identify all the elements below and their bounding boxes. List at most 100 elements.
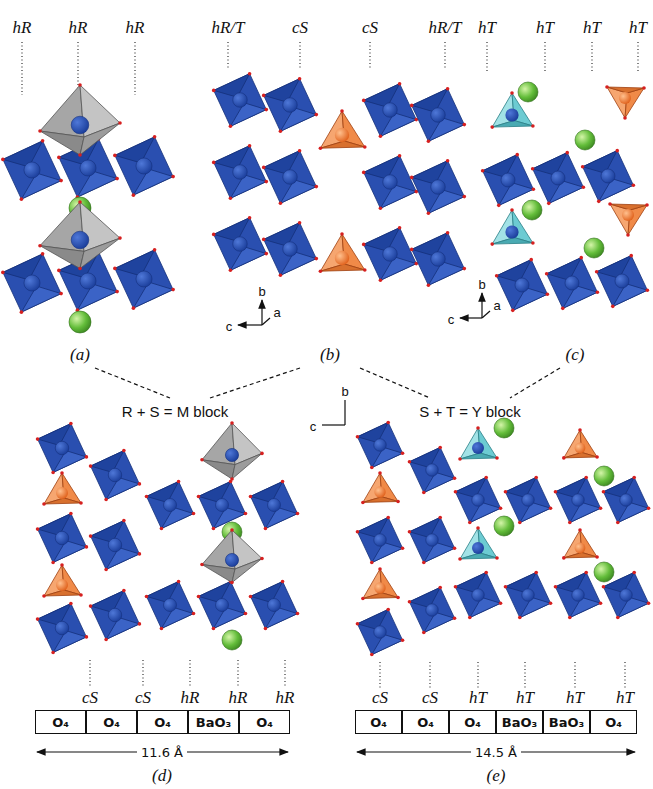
octahedron — [38, 424, 87, 473]
metal-atom — [268, 499, 281, 512]
oxygen-atom — [531, 124, 535, 128]
oxygen-atom — [518, 521, 522, 525]
oxygen-atom — [602, 585, 606, 589]
oxygen-atom — [363, 268, 367, 272]
axis-label: a — [273, 305, 280, 320]
octahedron — [505, 477, 550, 522]
octahedron-face — [3, 254, 43, 280]
label-slot: hR — [181, 688, 200, 708]
bipyramid-face — [40, 131, 84, 155]
metal-atom — [80, 160, 96, 176]
octahedron — [3, 254, 61, 312]
octahedron — [547, 258, 598, 309]
oxygen-atom — [476, 426, 480, 430]
label-slot: hT — [616, 688, 634, 708]
stacking-label: hT — [536, 18, 554, 37]
oxygen-atom — [379, 207, 383, 211]
dotted-guide — [134, 42, 135, 95]
oxygen-atom — [510, 208, 514, 212]
oxygen-atom — [615, 149, 619, 153]
oxygen-atom — [511, 309, 515, 313]
oxygen-atom — [481, 169, 485, 173]
label-slot: S + T = Y block — [419, 403, 520, 421]
metal-atom — [431, 108, 446, 123]
octahedron — [583, 151, 634, 202]
dimension-label: 11.6 Å — [137, 745, 187, 760]
oxygen-atom — [554, 585, 558, 589]
oxygen-atom — [495, 274, 499, 278]
axis-line — [261, 300, 262, 325]
stacking-label: hR — [229, 688, 248, 707]
oxygen-atom — [59, 292, 63, 296]
octahedron — [455, 477, 500, 522]
oxygen-atom — [171, 175, 175, 179]
oxygen-atom — [57, 269, 61, 273]
octahedron — [597, 256, 648, 307]
oxygen-atom — [584, 571, 588, 575]
barium-atom — [518, 82, 538, 102]
stacking-label: hT — [516, 688, 534, 707]
oxygen-atom — [1, 271, 5, 275]
oxygen-atom — [446, 159, 450, 163]
metal-atom — [620, 494, 632, 506]
oxygen-atom — [260, 557, 264, 561]
octahedron-face — [364, 84, 400, 108]
oxygen-atom — [38, 244, 42, 248]
metal-atom — [431, 252, 446, 267]
stacking-label: hT — [583, 18, 601, 37]
oxygen-atom — [230, 581, 234, 585]
metal-atom — [164, 599, 177, 612]
oxygen-atom — [192, 612, 196, 616]
metal-atom — [620, 589, 632, 601]
stacking-label: hR — [126, 18, 145, 37]
oxygen-atom — [546, 292, 550, 296]
metal-atom — [136, 158, 152, 174]
label-slot: a — [273, 303, 280, 321]
oxygen-atom — [554, 490, 558, 494]
label-slot: hR — [229, 688, 248, 708]
oxygen-atom — [605, 85, 609, 89]
octahedron-face — [133, 169, 173, 195]
oxygen-atom — [645, 203, 649, 207]
octahedron-face — [265, 508, 297, 529]
tetrahedral-atom — [472, 442, 484, 454]
tetrahedral-atom — [335, 128, 349, 142]
stacking-label: cS — [372, 688, 388, 707]
label-slot: cS — [82, 688, 98, 708]
oxygen-atom — [632, 571, 636, 575]
label-slot: hT — [566, 688, 584, 708]
oxygen-atom — [545, 272, 549, 276]
layer-cell: O₄ — [86, 710, 137, 734]
oxygen-atom — [115, 177, 119, 181]
oxygen-atom — [230, 528, 234, 532]
axis-line — [481, 293, 482, 318]
oxygen-atom — [122, 589, 126, 593]
oxygen-atom — [42, 594, 46, 598]
oxygen-atom — [36, 527, 40, 531]
dotted-guide — [299, 42, 300, 68]
oxygen-atom — [453, 546, 457, 550]
oxygen-atom — [279, 274, 283, 278]
oxygen-atom — [319, 269, 323, 273]
octahedron-face — [214, 74, 250, 98]
cell-formula: BaO₃ — [196, 715, 231, 730]
dashed-joiner — [95, 368, 170, 398]
oxygen-atom — [41, 139, 45, 143]
oxygen-atom — [602, 490, 606, 494]
layer-cell: O₄ — [590, 710, 637, 734]
oxygen-atom — [356, 622, 360, 626]
octahedron — [115, 137, 173, 195]
oxygen-atom — [398, 226, 402, 230]
oxygen-atom — [363, 145, 367, 149]
metal-atom — [24, 275, 40, 291]
oxygen-atom — [396, 596, 400, 600]
oxygen-atom — [138, 552, 142, 556]
metal-atom — [283, 242, 298, 257]
oxygen-atom — [265, 108, 269, 112]
oxygen-atom — [51, 651, 55, 655]
oxygen-atom — [547, 202, 551, 206]
metal-atom — [374, 439, 386, 451]
octahedron — [357, 422, 402, 467]
octahedron-face — [380, 185, 416, 209]
oxygen-atom — [531, 241, 535, 245]
